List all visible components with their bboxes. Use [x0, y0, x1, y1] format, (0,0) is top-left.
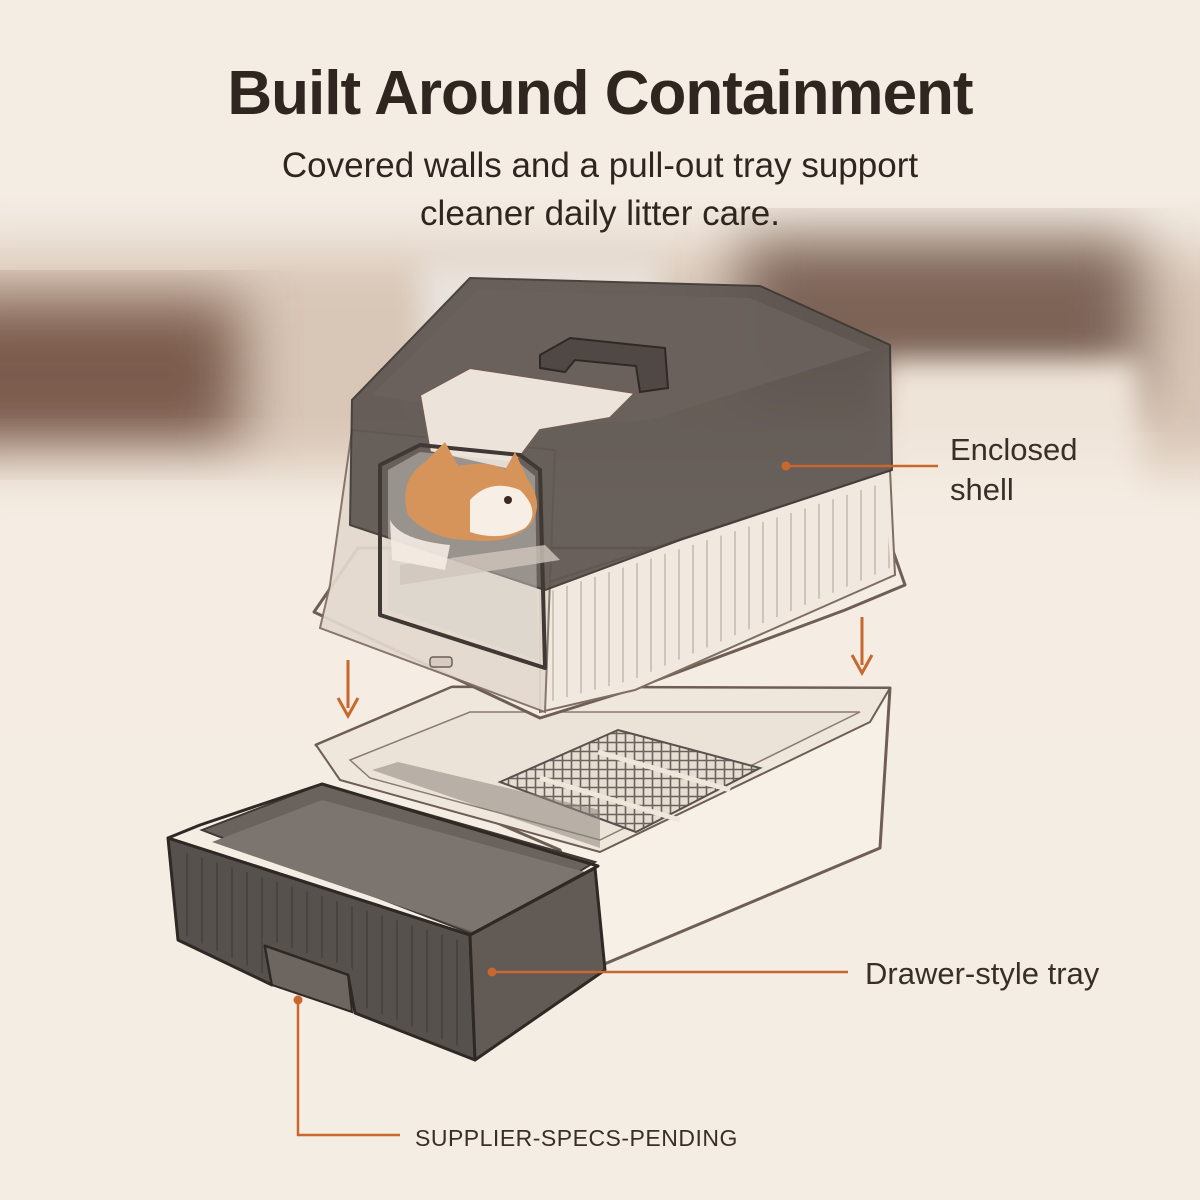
base-tray: [314, 685, 892, 970]
drawer-floor: [212, 800, 585, 932]
grate-frame-bar: [539, 749, 731, 823]
drawer-front-ribs: [178, 850, 468, 1050]
lid-carry-handle: [539, 336, 670, 394]
subheadline-line-2: cleaner daily litter care.: [420, 194, 780, 233]
callout-enclosed-shell: Enclosed shell: [950, 430, 1078, 510]
callout-shell-line-2: shell: [950, 472, 1014, 507]
drawer-top-rim: [166, 782, 600, 937]
cat-face: [470, 485, 533, 537]
down-arrow-icon: [336, 660, 360, 720]
shell-side-ribs: [548, 482, 890, 702]
down-arrow-icon: [850, 617, 874, 677]
callout-shell-line-1: Enclosed: [950, 432, 1078, 467]
callout-supplier-specs: SUPPLIER-SPECS-PENDING: [415, 1125, 738, 1151]
callout-leader-specs: [293, 995, 400, 1137]
cat-body: [390, 520, 450, 570]
callout-leader-tray: [487, 967, 848, 977]
drawer-handle-notch: [263, 944, 354, 1014]
entry-door-frame: [378, 443, 547, 670]
tray-edge-shade: [372, 762, 600, 848]
cat-eye: [504, 496, 512, 504]
subheadline: Covered walls and a pull-out tray suppor…: [150, 142, 1050, 238]
shell-door-sill: [400, 545, 560, 585]
subheadline-line-1: Covered walls and a pull-out tray suppor…: [281, 146, 919, 185]
shell-latch: [429, 656, 453, 668]
headline: Built Around Containment: [227, 59, 973, 128]
callout-leader-shell: [781, 461, 938, 471]
cat-peeking: [390, 442, 538, 570]
callout-drawer-tray: Drawer-style tray: [865, 956, 1100, 991]
background-dark-left: [0, 300, 240, 450]
pull-out-drawer: [166, 782, 607, 1062]
